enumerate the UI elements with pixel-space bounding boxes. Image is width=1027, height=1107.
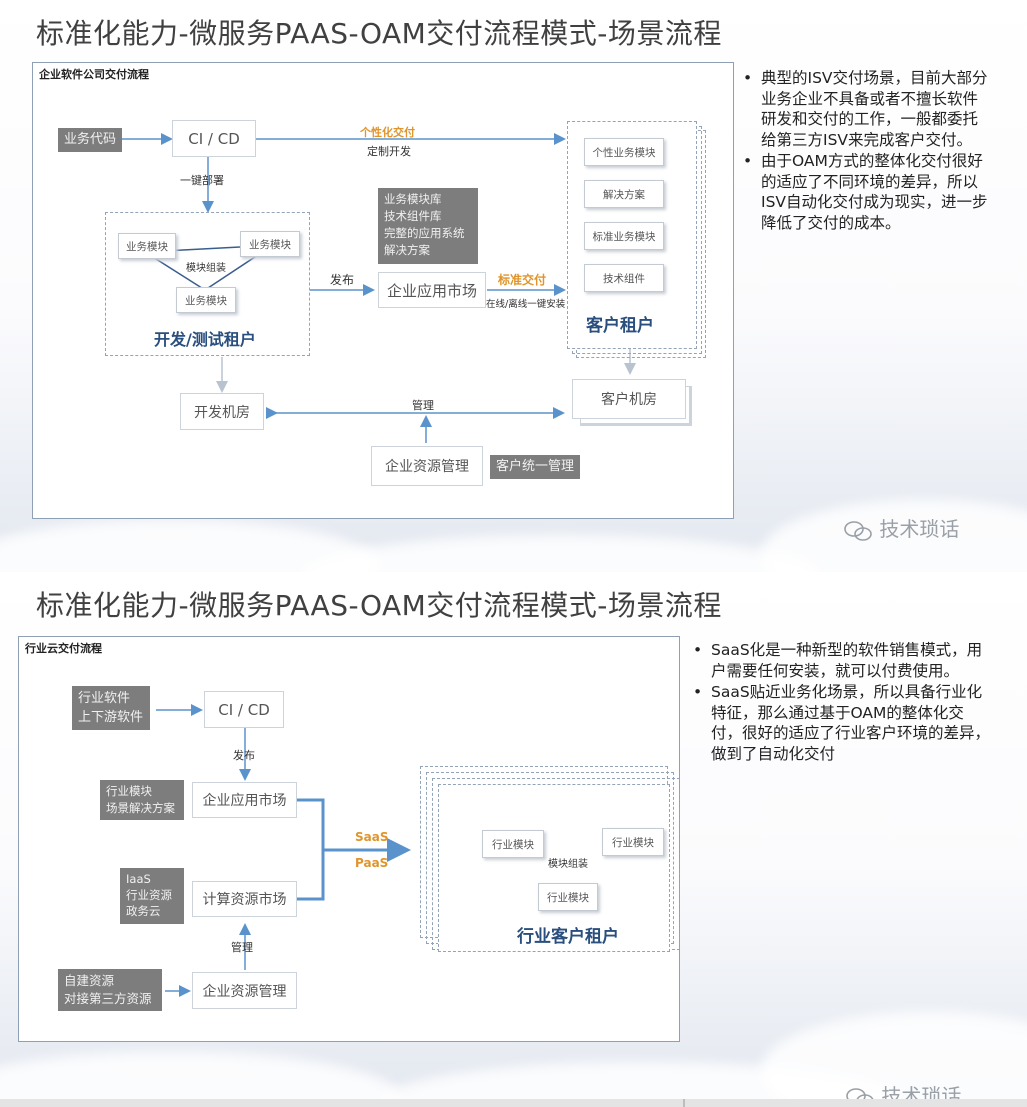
publish-label: 发布: [233, 749, 255, 762]
business-module-a: 业务模块: [118, 233, 176, 259]
personalized-delivery-label: 个性化交付: [360, 126, 415, 139]
industry-modules-box: 行业模块 场景解决方案: [100, 780, 184, 820]
app-market-box: 企业应用市场: [378, 272, 486, 308]
page-title: 标准化能力-微服务PAAS-OAM交付流程模式-场景流程: [36, 17, 722, 50]
dev-room-box: 开发机房: [180, 393, 264, 430]
frame-label: 企业软件公司交付流程: [39, 68, 149, 81]
one-click-deploy-label: 一键部署: [180, 174, 224, 187]
personal-module-item: 个性业务模块: [584, 138, 664, 166]
wechat-icon: [844, 520, 872, 541]
module-assembly-label: 模块组装: [186, 263, 226, 274]
industry-tenant-group: [438, 784, 670, 952]
manage-label: 管理: [231, 941, 253, 954]
bottom-bar: [0, 1099, 1027, 1107]
bullet-item: SaaS化是一种新型的软件销售模式，用户需要任何安装，就可以付费使用。: [693, 640, 993, 681]
watermark: 技术琐话: [843, 513, 959, 542]
resource-mgmt-box: 企业资源管理: [371, 446, 483, 486]
customer-tenant-title: 客户租户: [586, 316, 654, 336]
cicd-box: CI / CD: [204, 691, 284, 728]
manage-label: 管理: [412, 399, 434, 412]
industry-module-c: 行业模块: [538, 883, 598, 911]
self-resources-box: 自建资源 对接第三方资源: [58, 969, 162, 1011]
paas-label: PaaS: [355, 856, 389, 870]
cicd-box: CI / CD: [172, 120, 256, 157]
business-module-c: 业务模块: [176, 287, 236, 313]
dev-tenant-title: 开发/测试租户: [154, 330, 256, 349]
bracket-market-compute: [297, 798, 325, 901]
slide-industry-cloud-delivery: 标准化能力-微服务PAAS-OAM交付流程模式-场景流程 行业云交付流程 行业软…: [0, 572, 1027, 1107]
custom-dev-label: 定制开发: [367, 145, 411, 158]
bullet-item: 典型的ISV交付场景，目前大部分业务企业不具备或者不擅长软件研发和交付的工作，一…: [743, 68, 988, 150]
standard-module-item: 标准业务模块: [584, 222, 664, 250]
unified-mgmt-box: 客户统一管理: [490, 455, 581, 479]
bottom-bar-separator: [683, 1099, 685, 1107]
resource-mgmt-box: 企业资源管理: [192, 972, 297, 1009]
frame-label: 行业云交付流程: [25, 642, 102, 655]
watermark-text: 技术琐话: [879, 517, 960, 541]
industry-module-a: 行业模块: [482, 830, 544, 858]
market-contents-box: 业务模块库 技术组件库 完整的应用系统 解决方案: [378, 188, 478, 264]
standard-delivery-label: 标准交付: [498, 273, 547, 287]
tech-component-item: 技术组件: [584, 264, 664, 292]
publish-label: 发布: [330, 273, 355, 287]
industry-module-b: 行业模块: [602, 828, 664, 856]
slide-isv-delivery: 标准化能力-微服务PAAS-OAM交付流程模式-场景流程 企业软件公司交付流程 …: [0, 0, 1027, 572]
dev-tenant-group: [105, 212, 310, 356]
customer-room-box: 客户机房: [572, 379, 686, 419]
industry-software-box: 行业软件 上下游软件: [72, 686, 150, 730]
install-mode-label: 在线/离线一键安装: [486, 299, 566, 310]
source-code-box: 业务代码: [58, 128, 123, 152]
solution-item: 解决方案: [584, 180, 664, 208]
module-assembly-label: 模块组装: [548, 859, 588, 870]
saas-label: SaaS: [355, 830, 389, 844]
bullet-item: SaaS贴近业务化场景，所以具备行业化特征，那么通过基于OAM的整体化交付，很好…: [693, 682, 993, 764]
compute-market-box: 计算资源市场: [192, 881, 297, 917]
page-title: 标准化能力-微服务PAAS-OAM交付流程模式-场景流程: [36, 589, 722, 622]
bullet-list: SaaS化是一种新型的软件销售模式，用户需要任何安装，就可以付费使用。 SaaS…: [693, 640, 993, 765]
industry-tenant-title: 行业客户租户: [517, 927, 619, 947]
business-module-b: 业务模块: [240, 231, 300, 257]
bullet-list: 典型的ISV交付场景，目前大部分业务企业不具备或者不擅长软件研发和交付的工作，一…: [743, 68, 988, 234]
bullet-item: 由于OAM方式的整体化交付很好的适应了不同环境的差异，所以ISV自动化交付成为现…: [743, 151, 988, 233]
app-market-box: 企业应用市场: [192, 782, 297, 818]
iaas-box: IaaS 行业资源 政务云: [120, 868, 184, 924]
